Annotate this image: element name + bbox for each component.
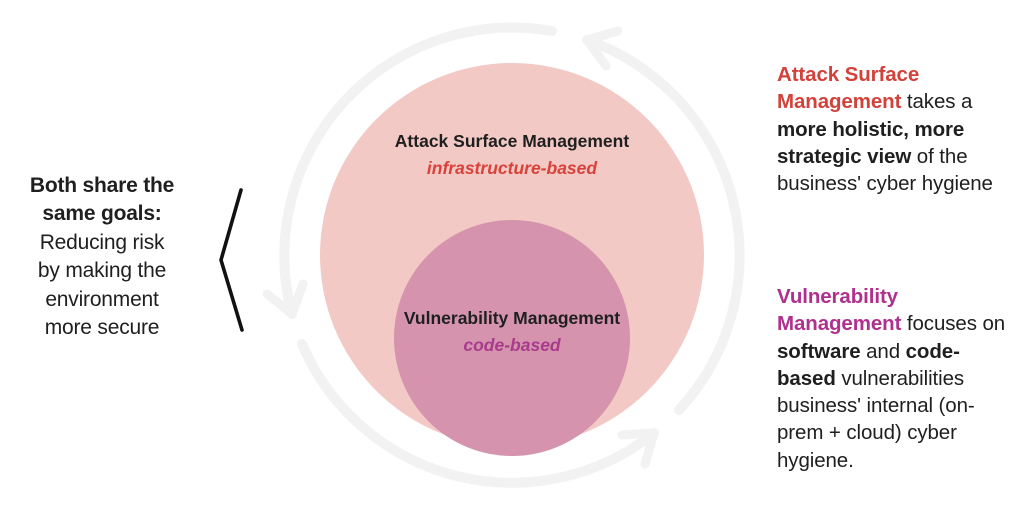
text-line: based vulnerabilities bbox=[777, 366, 965, 390]
text-line: more secure bbox=[44, 316, 160, 340]
text-line: business' cyber hygiene bbox=[777, 172, 993, 196]
text-line: business' internal (on- bbox=[777, 394, 975, 418]
text-line: Attack Surface bbox=[777, 63, 920, 86]
cycle-arrowhead-top-icon bbox=[582, 26, 623, 71]
text-line: software and code- bbox=[777, 339, 960, 363]
inner-circle-label: Vulnerability Management bbox=[403, 308, 621, 328]
inner-circle-sublabel: code-based bbox=[463, 335, 561, 355]
shared-goals-note: Both share the same goals: Reducing risk by… bbox=[14, 172, 190, 342]
cycle-arrowhead-bottom-icon bbox=[617, 428, 659, 469]
text-line: Vulnerability bbox=[777, 285, 898, 308]
cycle-arrowhead-left-icon bbox=[262, 279, 308, 319]
text-line: strategic view of the bbox=[777, 144, 968, 168]
text-line: prem + cloud) cyber bbox=[777, 421, 957, 445]
cycle-arc-right bbox=[582, 35, 745, 415]
text-line: by making the bbox=[37, 259, 167, 283]
brace-chevron bbox=[219, 188, 244, 332]
vm-circle bbox=[394, 220, 630, 456]
text-line: same goals: bbox=[42, 202, 162, 226]
text-line: hygiene. bbox=[777, 448, 854, 472]
text-line: Management focuses on bbox=[777, 312, 1006, 336]
text-line: Management takes a bbox=[777, 90, 973, 114]
text-line: Both share the bbox=[29, 174, 175, 197]
outer-circle-sublabel: infrastructure-based bbox=[426, 158, 598, 178]
text-line: Reducing risk bbox=[39, 230, 165, 254]
text-line: environment bbox=[45, 287, 159, 311]
text-line: more holistic, more bbox=[777, 117, 965, 141]
cycle-arc-bottom bbox=[297, 339, 659, 488]
cycle-arc-top-left bbox=[279, 22, 557, 319]
outer-circle-label: Attack Surface Management bbox=[394, 131, 630, 151]
